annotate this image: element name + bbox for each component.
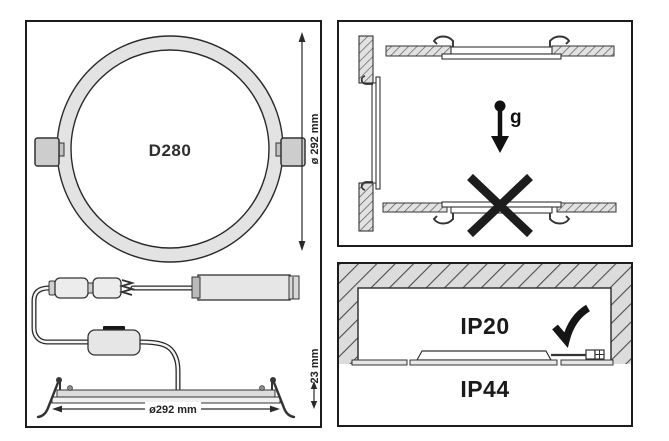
recessed-downlight bbox=[409, 349, 605, 366]
panel-mounting-orientation: g bbox=[337, 20, 633, 247]
floor-clip-left bbox=[432, 213, 454, 225]
downlight-side-view: ø292 mm 23 mm bbox=[31, 274, 320, 419]
arrow-down-icon bbox=[298, 241, 306, 251]
bottom-diameter-label: ø292 mm bbox=[149, 404, 197, 416]
panel-cross-section bbox=[36, 377, 296, 419]
ceiling-clip-right bbox=[549, 35, 571, 47]
dimensions-drawing: D280 ø 292 mm bbox=[31, 32, 320, 419]
model-label: D280 bbox=[149, 141, 192, 160]
ceiling-strip-right bbox=[560, 359, 614, 366]
panel-ring-inner bbox=[70, 49, 270, 249]
strain-relief bbox=[118, 279, 136, 296]
wall-clip-top bbox=[360, 75, 373, 85]
screw-left bbox=[67, 385, 73, 391]
cross-icon bbox=[467, 173, 533, 238]
checkmark-icon bbox=[552, 304, 591, 349]
mounting-clip-left bbox=[34, 137, 65, 167]
diameter-dimension-vertical: ø 292 mm bbox=[298, 32, 320, 251]
panel-product-dimensions: D280 ø 292 mm bbox=[25, 20, 322, 428]
arrow-up-icon bbox=[298, 32, 306, 42]
downlight-top-view: D280 ø 292 mm bbox=[34, 32, 320, 263]
arrow-down-small-icon bbox=[310, 401, 318, 409]
recess-hatching bbox=[339, 264, 631, 364]
wall-clip-bottom bbox=[360, 181, 373, 191]
mounting-clip-right bbox=[275, 137, 306, 167]
spring-clip-left bbox=[36, 377, 62, 419]
screw-right bbox=[259, 385, 265, 391]
power-cable bbox=[31, 285, 196, 393]
wall-mount-section bbox=[358, 35, 381, 232]
arrow-up-small-icon bbox=[310, 381, 318, 389]
panel-ip-rating: IP20 IP44 bbox=[337, 262, 633, 427]
ip-rating-drawing: IP20 IP44 bbox=[339, 264, 631, 402]
orientation-drawing: g bbox=[358, 35, 617, 238]
arrow-left-icon bbox=[52, 405, 62, 413]
junction-box bbox=[87, 326, 141, 356]
spring-clip-right bbox=[270, 377, 296, 419]
ip20-label: IP20 bbox=[460, 313, 509, 339]
diameter-dimension-bottom: ø292 mm bbox=[52, 402, 280, 416]
depth-dimension: 23 mm bbox=[309, 348, 320, 409]
terminal-connector bbox=[585, 349, 605, 360]
diameter-dimension-label: ø 292 mm bbox=[309, 113, 320, 164]
depth-dimension-label: 23 mm bbox=[309, 348, 320, 383]
gravity-icon bbox=[491, 100, 509, 153]
gravity-label: g bbox=[510, 107, 522, 128]
ceiling-strip-left bbox=[351, 359, 408, 366]
connector-plug-pair bbox=[48, 277, 136, 299]
floor-clip-right bbox=[549, 213, 571, 225]
driver-box bbox=[191, 274, 300, 301]
ceiling-mount-section bbox=[385, 35, 615, 60]
ip44-label: IP44 bbox=[460, 376, 509, 402]
arrow-right-icon bbox=[270, 405, 280, 413]
ceiling-clip-left bbox=[432, 35, 454, 47]
